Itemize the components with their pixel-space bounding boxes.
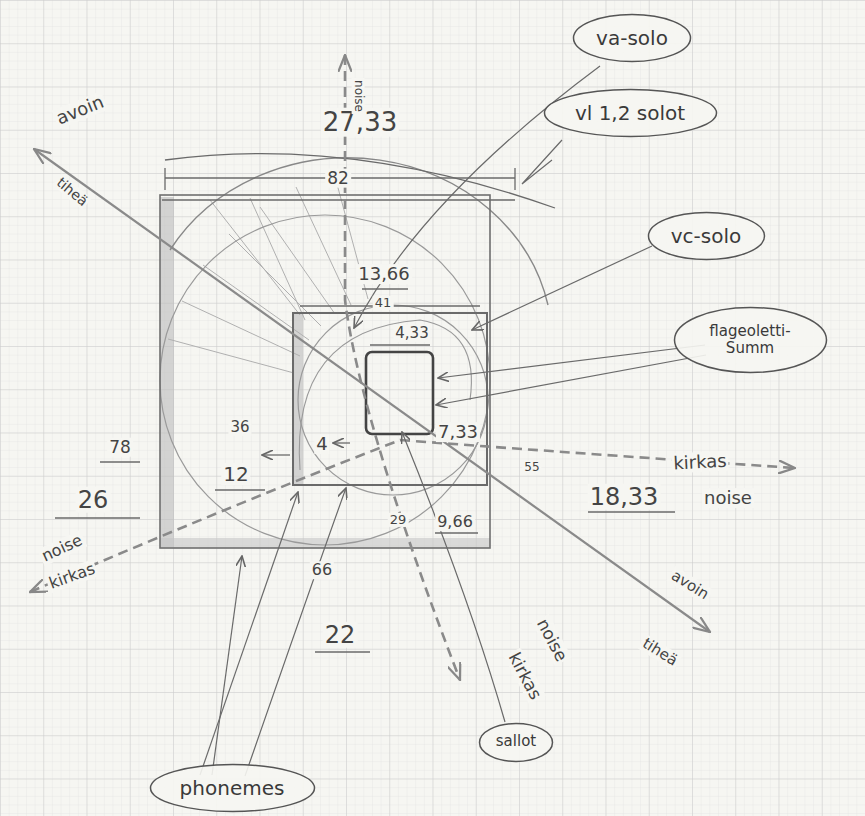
callout-bubble: vl 1,2 solot xyxy=(543,88,718,138)
bubble-ellipse xyxy=(648,213,764,260)
callout-bubble: flageoletti- Summ xyxy=(673,306,828,374)
dimension-number: 82 xyxy=(325,169,351,188)
dimension-number: 22 xyxy=(323,622,358,648)
bubble-ellipse xyxy=(544,90,716,137)
dimension-number: 36 xyxy=(228,419,251,436)
direction-arrow xyxy=(345,55,460,680)
spiral-arc xyxy=(160,215,490,545)
direction-word: kirkas xyxy=(45,559,99,593)
callout-bubble: sallot xyxy=(478,722,554,763)
bubble-ellipse xyxy=(480,723,553,761)
callout-text: sallot xyxy=(496,733,536,750)
dimension-number: 41 xyxy=(373,296,394,310)
direction-arrow xyxy=(34,149,710,632)
direction-word: kirkas xyxy=(504,648,546,705)
hatching xyxy=(168,173,368,373)
dimension-number: 18,33 xyxy=(588,484,661,510)
dimension-number: 26 xyxy=(76,487,111,513)
dimension-number: 66 xyxy=(310,561,334,579)
dimension-number: 13,66 xyxy=(356,264,412,284)
bubble-ellipse xyxy=(574,15,691,62)
direction-word: tiheä xyxy=(638,634,682,670)
callout-text-group: vc-solo xyxy=(671,225,742,248)
dimension-number: 12 xyxy=(221,463,250,485)
callout-bubble: phonemes xyxy=(149,763,316,813)
callout-text: va-solo xyxy=(596,27,668,50)
bubble-ellipse xyxy=(674,308,826,373)
direction-word: tiheä xyxy=(52,173,92,210)
dimension-number: 4,33 xyxy=(393,325,430,342)
direction-word: noise xyxy=(351,78,364,114)
callout-text-group: sallot xyxy=(496,733,536,750)
callout-text-group: phonemes xyxy=(180,777,285,800)
callout-text: flageoletti- Summ xyxy=(702,323,798,358)
spiral-arc xyxy=(298,305,488,495)
direction-word: noise xyxy=(532,614,572,666)
spiral-arc xyxy=(299,320,471,470)
shade-band xyxy=(160,197,174,547)
direction-word: noise xyxy=(702,488,754,508)
callout-text-group: va-solo xyxy=(596,27,668,50)
dimension-number: 9,66 xyxy=(435,513,475,531)
dimension-number: 29 xyxy=(388,513,409,527)
direction-word: avoin xyxy=(667,566,714,604)
bubble-ellipse xyxy=(150,765,314,812)
direction-word: kirkas xyxy=(671,451,729,474)
middle-square xyxy=(293,313,487,485)
callout-text: vc-solo xyxy=(671,225,742,248)
dimension-number: 4 xyxy=(314,434,329,454)
callout-text: phonemes xyxy=(180,777,285,800)
leader-line xyxy=(200,66,706,776)
callout-text-group: flageoletti- Summ xyxy=(702,323,798,358)
outer-square xyxy=(160,195,490,548)
dimension-line xyxy=(55,154,675,652)
callout-bubble: va-solo xyxy=(572,13,692,63)
callout-text-group: vl 1,2 solot xyxy=(575,102,685,125)
dimension-number: 78 xyxy=(107,438,133,457)
callout-text: vl 1,2 solot xyxy=(575,102,685,125)
dimension-number: 55 xyxy=(522,461,541,474)
direction-word: noise xyxy=(37,530,87,566)
callout-bubble: vc-solo xyxy=(647,211,766,261)
dimension-number: 7,33 xyxy=(436,422,480,442)
direction-word: avoin xyxy=(52,91,109,129)
spiral-arc xyxy=(170,158,548,305)
